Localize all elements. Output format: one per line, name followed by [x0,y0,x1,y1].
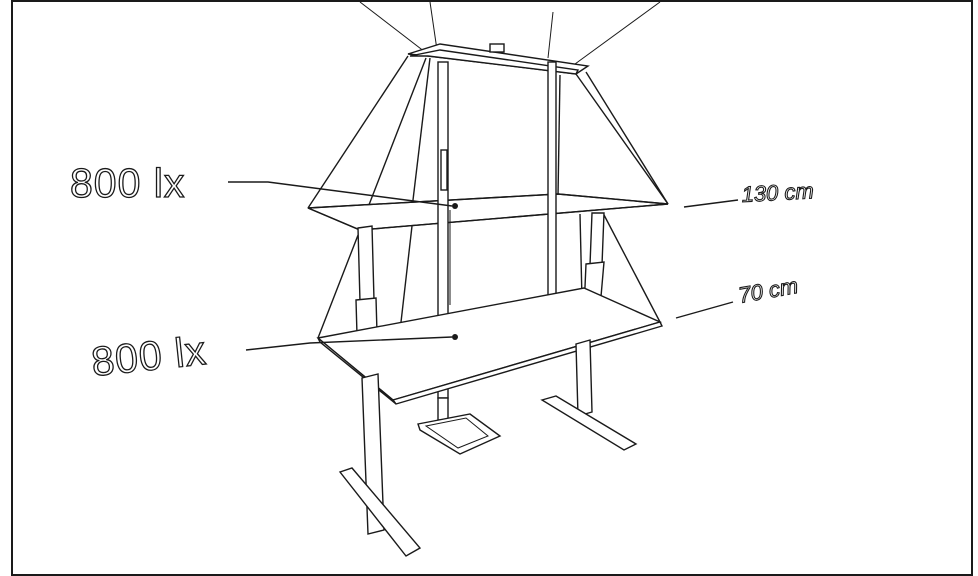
desk-feet [338,395,638,557]
upper-measure-point [452,203,458,209]
leader-lines [228,181,739,351]
light-bar [407,43,590,75]
ceiling-lines [359,1,661,65]
upper-light-cone [307,55,669,229]
upper-work-plane [307,193,669,231]
lower-height-label: 70 cm [737,273,800,308]
upper-illuminance-label: 800 lx [70,160,185,206]
upper-height-label: 130 cm [741,178,814,207]
lower-measure-point [452,334,458,340]
diagram-border [11,0,973,576]
lower-illuminance-label: 800 lx [89,327,209,385]
